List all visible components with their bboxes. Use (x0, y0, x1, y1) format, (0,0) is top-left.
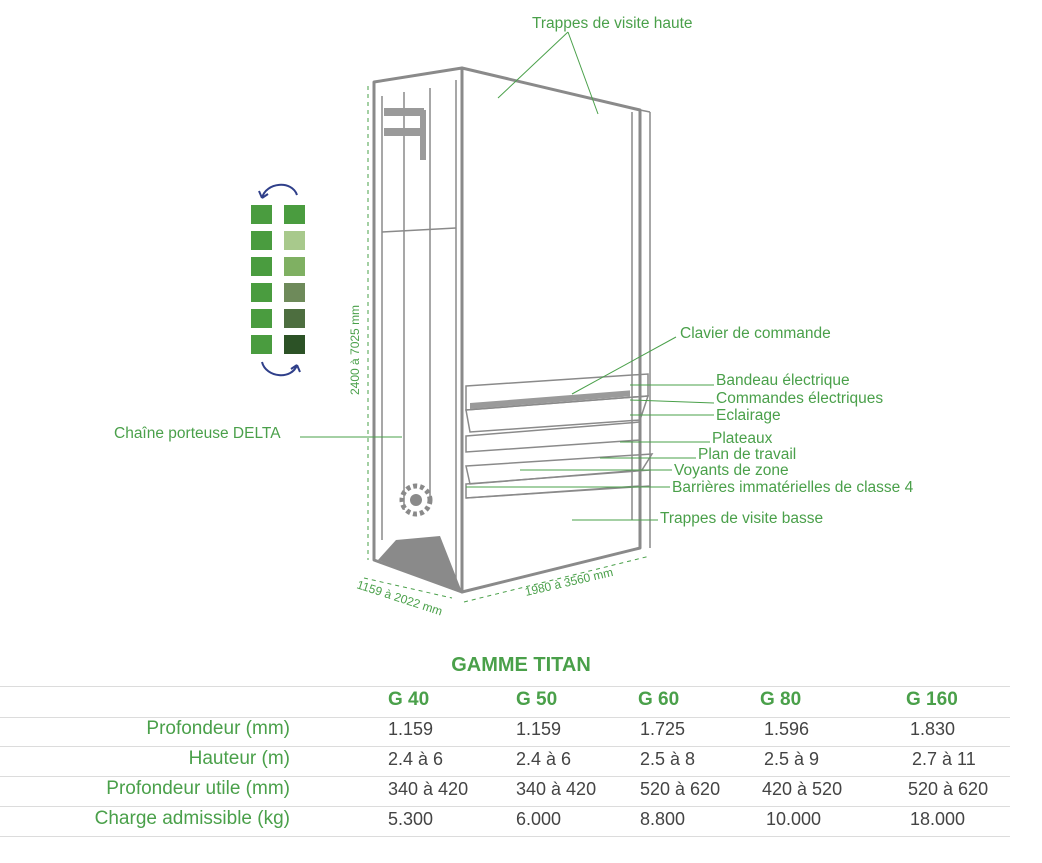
table-cell: 1.596 (764, 719, 810, 739)
rotation-arrow-bottom-icon (261, 361, 298, 377)
label-barrieres: Barrières immatérielles de classe 4 (672, 479, 914, 496)
label-bandeau: Bandeau électrique (716, 372, 850, 389)
table-cell: 420 à 520 (762, 779, 843, 799)
dim-width: 1980 à 3560 mm (524, 565, 615, 599)
table-cell: 2.5 à 9 (764, 749, 820, 769)
row-label: Charge admissible (kg) (94, 808, 290, 829)
tray-swatch (284, 257, 305, 276)
tray-swatch (284, 283, 305, 302)
table-cell: 2.4 à 6 (516, 749, 572, 769)
table-row: Charge admissible (kg) 5.300 6.000 8.800… (0, 806, 1010, 837)
table-cell: 520 à 620 (640, 779, 721, 799)
tray-swatch (251, 231, 272, 250)
label-trappes-basse: Trappes de visite basse (660, 510, 823, 527)
tray-swatch (251, 335, 272, 354)
table-cell: 340 à 420 (516, 779, 597, 799)
label-eclairage: Eclairage (716, 407, 781, 424)
tray-swatch (284, 335, 305, 354)
row-label: Profondeur (mm) (146, 718, 290, 739)
tray-swatch (284, 205, 305, 224)
label-commandes: Commandes électriques (716, 390, 883, 407)
table-cell: 2.5 à 8 (640, 749, 696, 769)
machine-diagram: 2400 à 7025 mm 1159 à 2022 mm 1980 à 356… (114, 15, 914, 619)
label-trappes-haute: Trappes de visite haute (532, 15, 693, 32)
table-cell: 340 à 420 (388, 779, 469, 799)
table-row: Profondeur utile (mm) 340 à 420 340 à 42… (0, 776, 1010, 807)
table-header-row: G 40 G 50 G 60 G 80 G 160 (0, 686, 1010, 718)
label-plateaux: Plateaux (712, 430, 773, 447)
tray-swatch (251, 205, 272, 224)
dim-depth: 1159 à 2022 mm (355, 578, 444, 619)
table-cell: 1.830 (910, 719, 956, 739)
table-cell: 1.159 (388, 719, 434, 739)
model-header: G 40 (388, 689, 430, 710)
tray-swatch (251, 309, 272, 328)
table-cell: 10.000 (766, 809, 822, 829)
table-cell: 5.300 (388, 809, 434, 829)
table-cell: 18.000 (910, 809, 966, 829)
table-cell: 6.000 (516, 809, 562, 829)
table-cell: 8.800 (640, 809, 686, 829)
label-plan: Plan de travail (698, 446, 796, 463)
table-cell: 2.4 à 6 (388, 749, 444, 769)
tray-swatch (251, 257, 272, 276)
row-label: Hauteur (m) (188, 748, 290, 769)
sprocket-icon (399, 483, 433, 517)
table-cell: 520 à 620 (908, 779, 989, 799)
tray-swatch (251, 283, 272, 302)
table-row: Profondeur (mm) 1.159 1.159 1.725 1.596 … (0, 716, 1010, 747)
label-voyants: Voyants de zone (674, 462, 789, 479)
table-cell: 1.159 (516, 719, 562, 739)
model-header: G 50 (516, 689, 558, 710)
tray-swatch (284, 231, 305, 250)
rotation-arrow-top-icon (261, 183, 298, 199)
label-chaine: Chaîne porteuse DELTA (114, 425, 281, 442)
table-cell: 2.7 à 11 (912, 749, 976, 769)
model-header: G 160 (906, 689, 958, 710)
table-row: Hauteur (m) 2.4 à 6 2.4 à 6 2.5 à 8 2.5 … (0, 746, 1010, 777)
vertical-lift-machine (372, 66, 654, 594)
table-cell: 1.725 (640, 719, 686, 739)
label-clavier: Clavier de commande (680, 325, 831, 342)
tray-swatch (284, 309, 305, 328)
tray-rotation-icon (251, 183, 305, 377)
model-header: G 80 (760, 689, 802, 710)
dim-height: 2400 à 7025 mm (348, 305, 362, 395)
model-header: G 60 (638, 689, 680, 710)
table-title: GAMME TITAN (451, 654, 591, 676)
row-label: Profondeur utile (mm) (106, 778, 290, 799)
